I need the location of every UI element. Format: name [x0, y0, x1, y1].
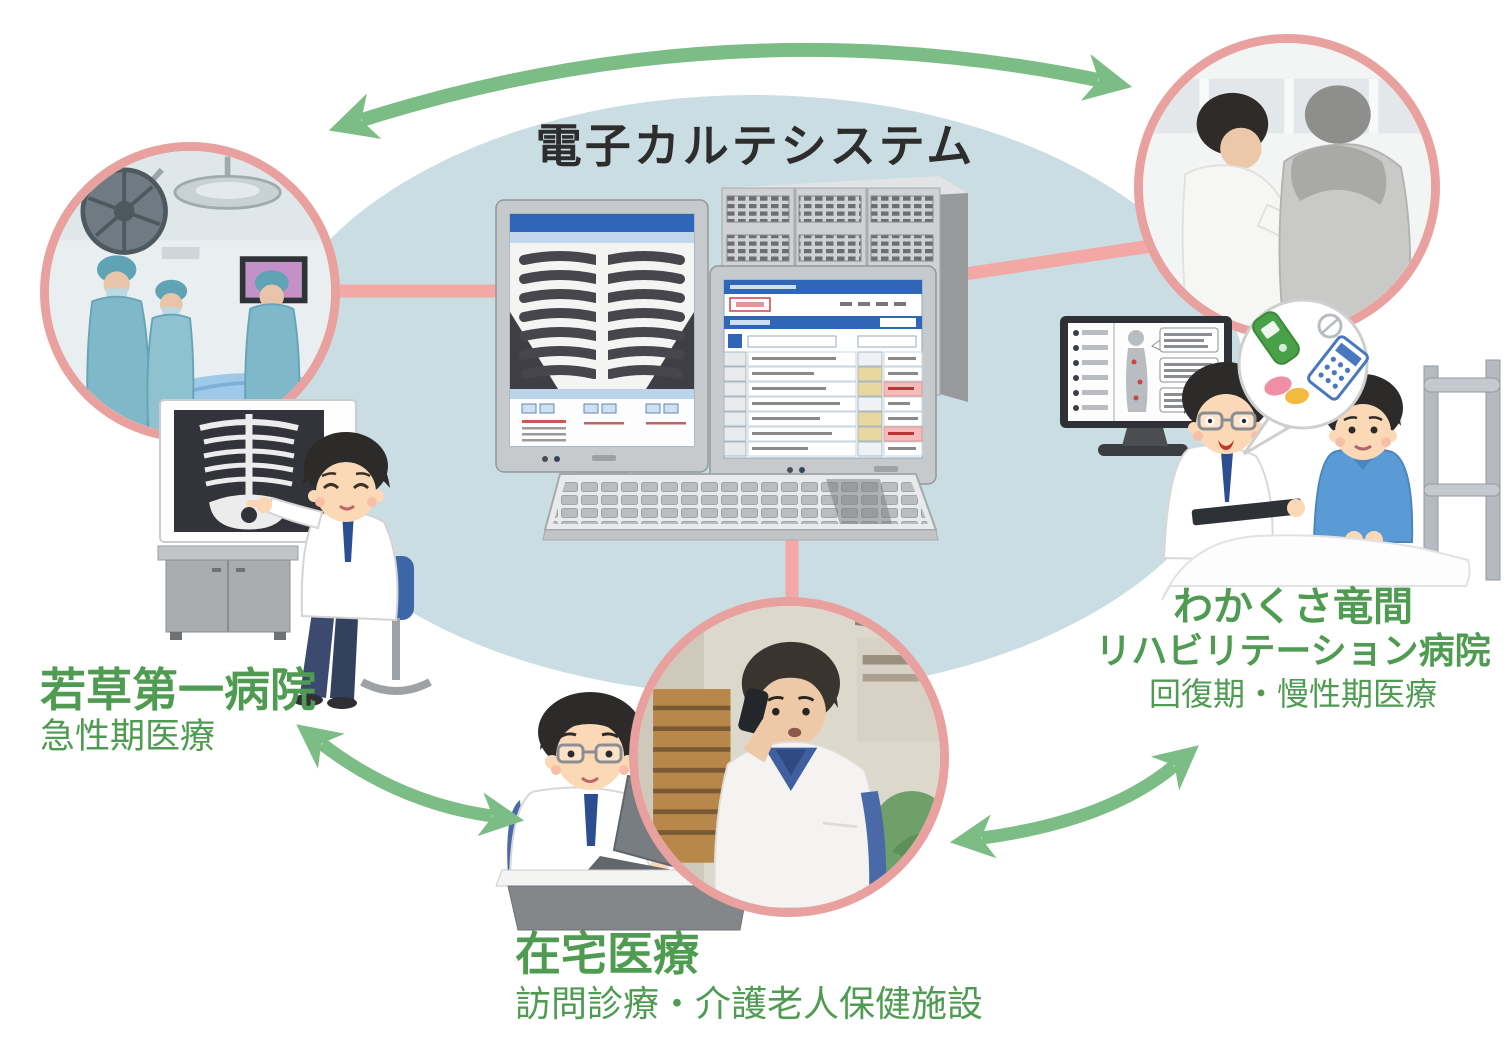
- diagram-title: 電子カルテシステム: [535, 120, 976, 172]
- sync-arrow-bottom-left: [296, 724, 525, 837]
- home-care-nurse-photo: [629, 597, 949, 917]
- sync-arrow-bottom-right: [949, 745, 1199, 859]
- patient-figure: [1278, 85, 1412, 331]
- surgical-light-icon: [80, 167, 168, 255]
- rehab-hospital-name-line2: リハビリテーション病院: [1095, 630, 1491, 672]
- operating-room-photo: [40, 142, 340, 442]
- rehabilitation-scene: [1143, 43, 1431, 331]
- ceiling-lamp-icon: [173, 156, 282, 210]
- rehabilitation-photo: [1134, 34, 1440, 340]
- glasses-icon: [556, 743, 623, 764]
- patient-figure: [1312, 374, 1414, 549]
- home-care-name: 在宅医療: [515, 928, 699, 980]
- rehab-hospital-name-line1: わかくさ竜間: [1173, 585, 1413, 629]
- operating-room-scene: [49, 151, 331, 433]
- nurse-on-phone-scene: [638, 606, 940, 908]
- bed-frame: [1423, 359, 1501, 581]
- acute-care-type: 急性期医療: [40, 717, 216, 757]
- rehab-care-type: 回復期・慢性期医療: [1148, 676, 1437, 713]
- acute-hospital-name: 若草第一病院: [40, 664, 316, 716]
- home-care-type: 訪問診療・介護老人保健施設: [515, 983, 984, 1025]
- calculator-icon: [1307, 335, 1369, 401]
- pill-capsule-icon: [1264, 376, 1292, 396]
- facility-label-acute: 若草第一病院 急性期医療: [40, 664, 316, 758]
- nurse-figure: [713, 641, 887, 908]
- facility-label-home: 在宅医療 訪問診療・介護老人保健施設: [515, 928, 983, 1025]
- facility-label-rehab: わかくさ竜間 リハビリテーション病院 回復期・慢性期医療: [1078, 584, 1508, 713]
- pill-capsule-icon: [1285, 387, 1309, 405]
